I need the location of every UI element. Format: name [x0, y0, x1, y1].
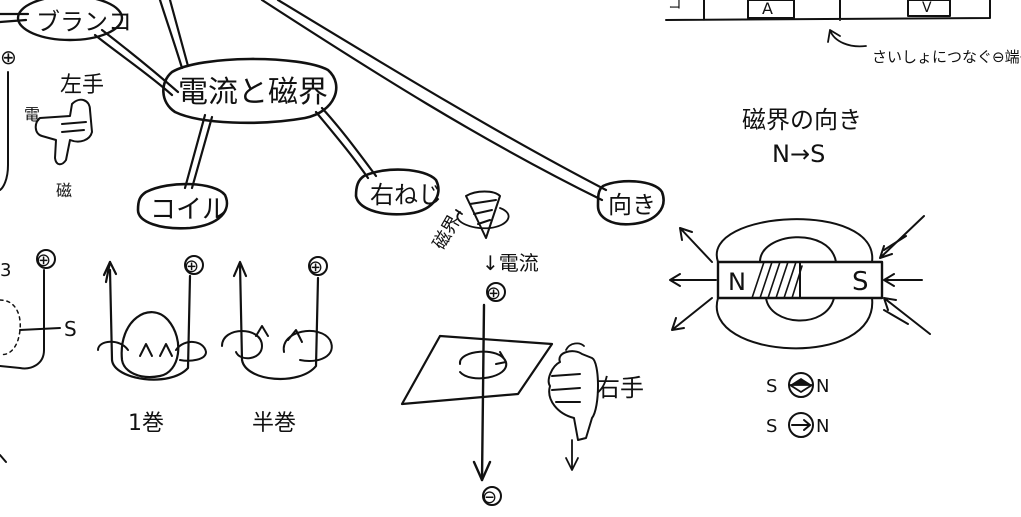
- node-coil: コイル: [136, 182, 229, 230]
- magnet-panel: A V ゴ さいしょにつなぐ⊖端子 磁界の向き N→S N S: [665, 0, 1021, 438]
- compass-row-1: S N: [766, 372, 829, 398]
- node-direction-label: 向き: [608, 191, 656, 219]
- coil-plus-1: ⊕: [184, 256, 199, 277]
- left-hand-label: 左手: [60, 73, 104, 98]
- screw-magnetic-label: 磁界: [429, 212, 465, 254]
- meter-label-a: A: [762, 0, 773, 18]
- compass2-s: S: [766, 416, 777, 437]
- node-right-screw: 右ねじ: [354, 168, 442, 216]
- connector-top-direction: [260, 0, 604, 202]
- left-s-label: S: [64, 317, 77, 341]
- bar-magnet-s: S: [852, 267, 869, 297]
- connector-center-screw: [314, 110, 370, 180]
- compass1-n: N: [816, 376, 829, 397]
- compass1-icon: [788, 372, 814, 398]
- left-magnetic-label: 磁: [56, 181, 72, 200]
- compass2-n: N: [816, 416, 829, 437]
- coil-plus-2: ⊕: [308, 257, 323, 278]
- compass1-s: S: [766, 376, 777, 397]
- node-direction: 向き: [596, 179, 665, 226]
- plane-sheet: [400, 334, 554, 406]
- connector-top-center-2: [168, 0, 190, 68]
- connector-swing-center-2: [100, 28, 180, 94]
- left-panel: ⊕ 左手 電 磁 3 ⊕ S: [0, 45, 104, 463]
- connector-top-direction-2: [276, 0, 608, 192]
- connector-center-coil: [183, 113, 207, 190]
- left-partial-label: 3: [0, 260, 11, 281]
- screw-right-hand-label: 右手: [596, 374, 644, 402]
- coil-panel: ⊕ 1巻 ⊕ 半巻: [97, 255, 333, 436]
- node-swing-label: ブランコ: [36, 8, 132, 36]
- meter-label-s-partial: ゴ: [668, 0, 682, 12]
- screw-current-label: ↓電流: [482, 251, 539, 275]
- node-center-label: 電流と磁界: [178, 75, 328, 110]
- meter-note: さいしょにつなぐ⊖端子: [872, 48, 1021, 66]
- connector-swing-center: [93, 33, 174, 97]
- meter-box: [665, 0, 991, 21]
- screw-plus-label: ⊕: [486, 283, 501, 304]
- node-right-screw-label: 右ねじ: [370, 181, 442, 209]
- magnet-title: 磁界の向き: [742, 106, 862, 134]
- connector-center-screw-2: [320, 106, 378, 178]
- connector-center-coil-2: [190, 115, 214, 190]
- bar-magnet-hatching: [751, 261, 803, 299]
- field-arrows: [669, 215, 931, 335]
- coil-one-turn-label: 1巻: [128, 411, 164, 436]
- node-center: 電流と磁界: [162, 57, 338, 125]
- coil-half-turn-label: 半巻: [252, 411, 296, 436]
- connector-top-center: [158, 0, 184, 70]
- left-hand-icon: [34, 98, 93, 166]
- node-coil-label: コイル: [150, 195, 228, 225]
- left-plus-2: ⊕: [36, 250, 51, 271]
- bar-magnet-n: N: [728, 268, 746, 296]
- compass-row-2: S N: [766, 412, 829, 438]
- compass2-icon: [788, 412, 814, 438]
- meter-label-v: V: [922, 0, 932, 16]
- connector-swing-left-2: [0, 18, 28, 24]
- right-hand-icon: [547, 350, 599, 441]
- coil-half-turn-diagram: ⊕ 半巻: [221, 256, 333, 436]
- screw-minus-label: ⊖: [482, 487, 497, 508]
- magnet-rule: N→S: [772, 140, 825, 168]
- screw-icon: [465, 190, 501, 239]
- node-swing: ブランコ: [16, 0, 132, 42]
- screw-panel: 磁界 ↓電流 ⊕ ⊖ 右手: [400, 190, 644, 508]
- left-plus-top: ⊕: [0, 45, 17, 69]
- left-current-label: 電: [24, 105, 40, 124]
- coil-one-turn-diagram: ⊕ 1巻: [97, 255, 207, 436]
- mindmap-connectors: [0, 0, 608, 202]
- wire-line: [480, 303, 486, 482]
